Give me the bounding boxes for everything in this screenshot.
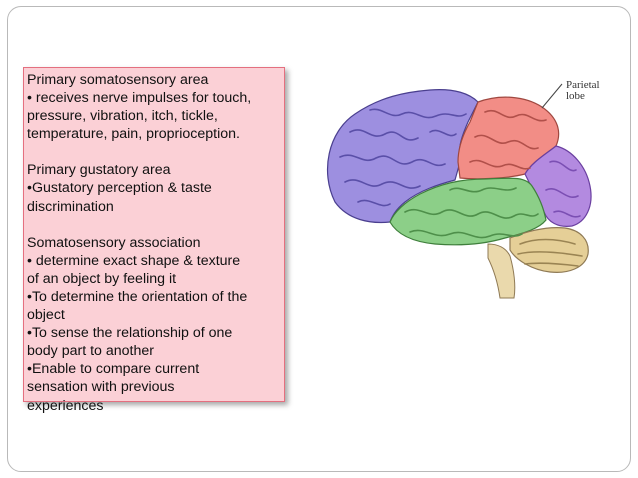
temporal-lobe — [389, 177, 547, 246]
cerebellum — [509, 227, 589, 273]
brain-illustration — [326, 83, 592, 299]
heading-primary-gustatory: Primary gustatory area — [27, 162, 171, 179]
text-panel — [23, 67, 285, 402]
text-line: sensation with previous — [27, 379, 175, 396]
text-line: • determine exact shape & texture — [27, 252, 241, 269]
text-line: discrimination — [27, 198, 114, 215]
text-content: Primary somatosensory area • receives ne… — [27, 71, 289, 415]
gyri-texture — [339, 108, 583, 267]
label-line: Parietal — [566, 79, 600, 91]
text-line: body part to another — [27, 343, 154, 360]
text-line: pressure, vibration, itch, tickle, — [27, 108, 218, 125]
heading-primary-somatosensory: Primary somatosensory area — [27, 72, 209, 88]
heading-somatosensory-association: Somatosensory association — [27, 234, 201, 251]
text-line: •To determine the orientation of the — [27, 288, 248, 305]
text-line: •To sense the relationship of one — [27, 325, 233, 342]
text-line: temperature, pain, proprioception. — [27, 126, 240, 143]
text-line: •Gustatory perception & taste — [27, 180, 212, 197]
text-line: object — [27, 307, 65, 324]
text-line: experiences — [27, 397, 104, 414]
text-line: •Enable to compare current — [27, 361, 200, 378]
text-line: of an object by feeling it — [27, 270, 177, 287]
brainstem — [487, 243, 516, 299]
parietal-lobe-label: Parietal lobe — [566, 80, 600, 102]
label-line: lobe — [566, 90, 585, 102]
text-line: • receives nerve impulses for touch, — [27, 90, 252, 107]
label-leader-line — [541, 83, 563, 109]
